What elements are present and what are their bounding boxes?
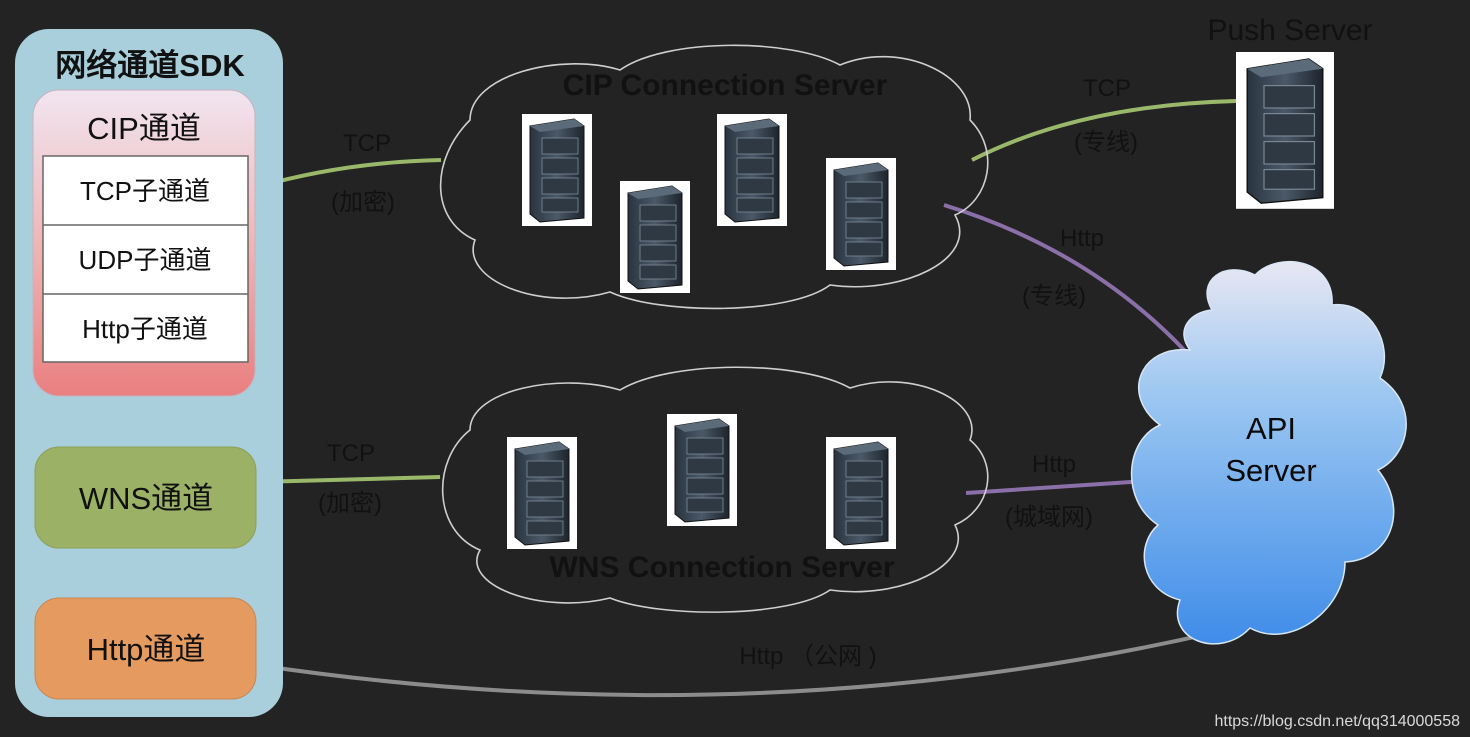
wns-http-sub-label: (城域网) — [1005, 504, 1093, 531]
cip-connection-server-cloud: CIP Connection Server — [439, 44, 989, 310]
cip-http-label: Http — [1060, 225, 1104, 252]
udp-subchannel[interactable]: UDP子通道 — [79, 245, 212, 275]
wns-http-line — [965, 479, 1147, 495]
wns-connection-server-cloud: WNS Connection Server — [441, 366, 989, 613]
cip-server-rack-2 — [619, 180, 691, 294]
tcp-subchannel[interactable]: TCP子通道 — [80, 176, 210, 206]
wns-tcp-sub-label: (加密) — [318, 490, 382, 517]
http-channel-label: Http通道 — [87, 632, 206, 667]
http-subchannel[interactable]: Http子通道 — [82, 314, 208, 344]
cip-channel-box[interactable]: CIP通道 TCP子通道 UDP子通道 Http子通道 — [32, 89, 256, 397]
push-server: Push Server — [1207, 14, 1373, 210]
wns-cloud-title: WNS Connection Server — [549, 551, 894, 584]
wns-channel-box[interactable]: WNS通道 — [34, 446, 257, 549]
sdk-panel: 网络通道SDK CIP通道 TCP子通道 UDP子通道 Http子通道 WNS通… — [15, 29, 283, 717]
api-server-line1: API — [1246, 411, 1296, 446]
push-server-rack — [1235, 51, 1335, 210]
api-server-cloud: API Server — [1130, 260, 1407, 645]
wns-tcp-label: TCP — [327, 440, 375, 467]
cip-server-rack-4 — [825, 157, 897, 271]
cip-tcp-label: TCP — [343, 130, 391, 157]
cip-tcp-sub-label: (加密) — [331, 189, 395, 216]
push-tcp-line — [971, 99, 1237, 162]
cip-http-line — [943, 203, 1188, 354]
wns-server-rack-1 — [506, 436, 578, 550]
cip-server-rack-1 — [521, 113, 593, 227]
wns-channel-label: WNS通道 — [79, 481, 213, 516]
public-http-line — [256, 626, 1235, 698]
push-server-title: Push Server — [1207, 14, 1372, 47]
push-tcp-label: TCP — [1083, 75, 1131, 102]
push-tcp-sub-label: (专线) — [1074, 129, 1138, 156]
cip-tcp-line — [256, 158, 442, 189]
cip-cloud-title: CIP Connection Server — [563, 69, 888, 102]
cip-server-rack-3 — [716, 113, 788, 227]
cip-http-sub-label: (专线) — [1022, 283, 1086, 310]
wns-tcp-line — [256, 475, 441, 484]
wns-server-rack-3 — [825, 436, 897, 550]
sdk-title: 网络通道SDK — [55, 48, 245, 83]
http-channel-box[interactable]: Http通道 — [34, 597, 257, 700]
wns-server-rack-2 — [666, 413, 738, 527]
wns-http-label: Http — [1032, 451, 1076, 478]
api-server-line2: Server — [1225, 453, 1316, 488]
cip-channel-title: CIP通道 — [87, 111, 201, 146]
public-http-label: Http （公网 ) — [739, 643, 876, 670]
watermark: https://blog.csdn.net/qq314000558 — [1214, 713, 1460, 730]
